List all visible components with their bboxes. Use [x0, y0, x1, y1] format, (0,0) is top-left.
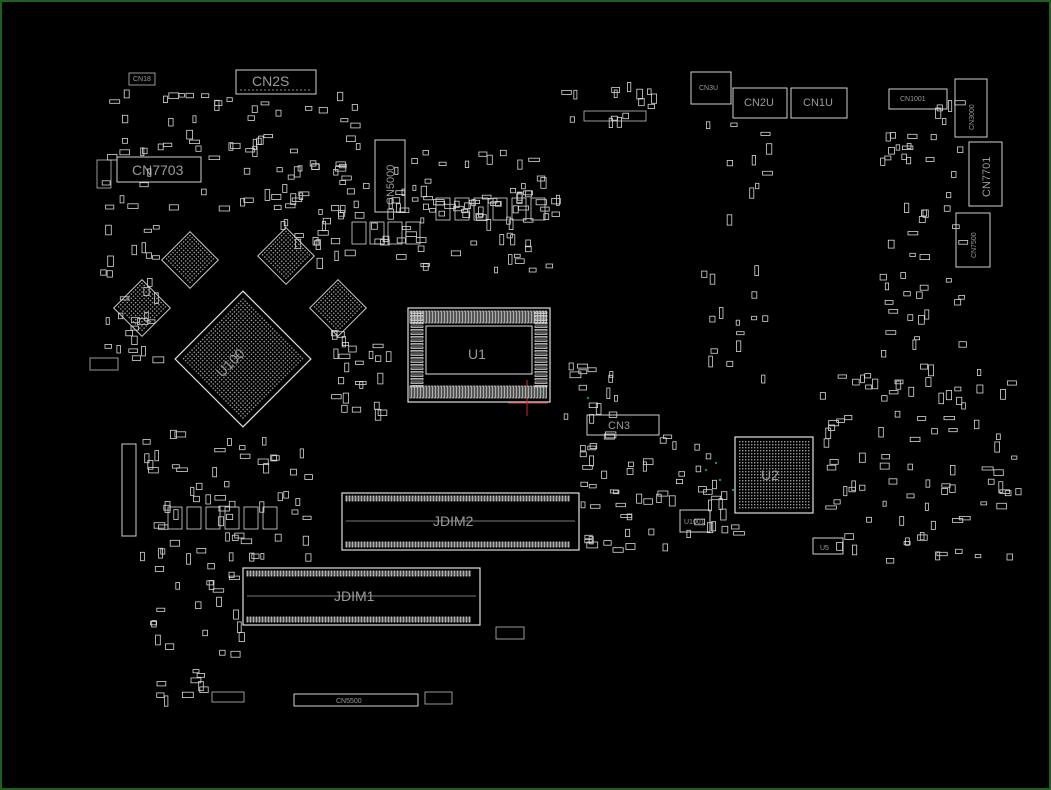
svg-text:CN7701: CN7701	[981, 157, 993, 197]
cn7701-connector[interactable]: CN7701	[968, 141, 1003, 207]
jdim2-slot[interactable]: JDIM2	[341, 492, 580, 551]
svg-text:CN5000: CN5000	[385, 165, 397, 205]
u-small-chip: U1001	[679, 509, 711, 533]
cn2s-connector[interactable]: CN2S	[235, 69, 317, 95]
svg-text:CN7703: CN7703	[132, 162, 184, 178]
vram-chip-1	[161, 231, 219, 289]
svg-text:CN3: CN3	[608, 420, 630, 432]
cn7703-connector[interactable]: CN7703	[116, 156, 202, 183]
cn3u-connector[interactable]: CN3U	[690, 71, 732, 105]
cn7500-connector[interactable]: CN7500	[955, 212, 991, 268]
cn3-connector[interactable]: CN3	[586, 414, 660, 436]
smd-components	[100, 82, 1022, 707]
svg-text:CN18: CN18	[133, 76, 151, 83]
cn5000-connector[interactable]: CN5000	[374, 139, 406, 213]
svg-text:CN5500: CN5500	[336, 698, 362, 705]
svg-text:CN1001: CN1001	[900, 96, 926, 103]
u5-chip[interactable]: U5	[812, 537, 844, 555]
vram-chip-4	[309, 279, 367, 337]
svg-text:CN7500: CN7500	[971, 232, 978, 258]
svg-text:CN2U: CN2U	[744, 97, 774, 109]
svg-text:JDIM2: JDIM2	[433, 513, 474, 529]
cn1u-connector[interactable]: CN1U	[790, 87, 848, 119]
svg-text:U1001: U1001	[684, 519, 705, 526]
cn18-connector[interactable]: CN18	[128, 72, 156, 86]
svg-text:CN1U: CN1U	[803, 97, 833, 109]
cn-left-small-connector	[89, 357, 119, 371]
cn-mid-connector[interactable]	[583, 110, 647, 122]
cn5500-connector[interactable]: CN5500	[293, 693, 419, 707]
svg-text:U1: U1	[468, 346, 486, 362]
cn-lower-connector	[424, 691, 453, 705]
svg-text:CN2S: CN2S	[252, 73, 289, 89]
cn-vert-connector	[121, 443, 137, 537]
cn-side-left-connector[interactable]	[96, 159, 112, 189]
svg-text:JDIM1: JDIM1	[334, 588, 375, 604]
cn3000-connector[interactable]: CN3000	[954, 78, 988, 138]
svg-text:U5: U5	[820, 545, 829, 552]
vram-chip-2	[257, 227, 315, 285]
u1-cpu[interactable]: U1	[407, 307, 551, 403]
svg-text:CN3U: CN3U	[699, 85, 718, 92]
cn2u-connector[interactable]: CN2U	[732, 87, 788, 119]
vram-chip-3	[113, 279, 171, 337]
svg-text:CN3000: CN3000	[969, 104, 976, 130]
jdim1-slot[interactable]: JDIM1	[242, 567, 481, 626]
cn-right-small-connector	[495, 626, 525, 640]
cn1001-connector[interactable]: CN1001	[888, 88, 948, 110]
cn-bottom-small-connector	[211, 691, 245, 703]
